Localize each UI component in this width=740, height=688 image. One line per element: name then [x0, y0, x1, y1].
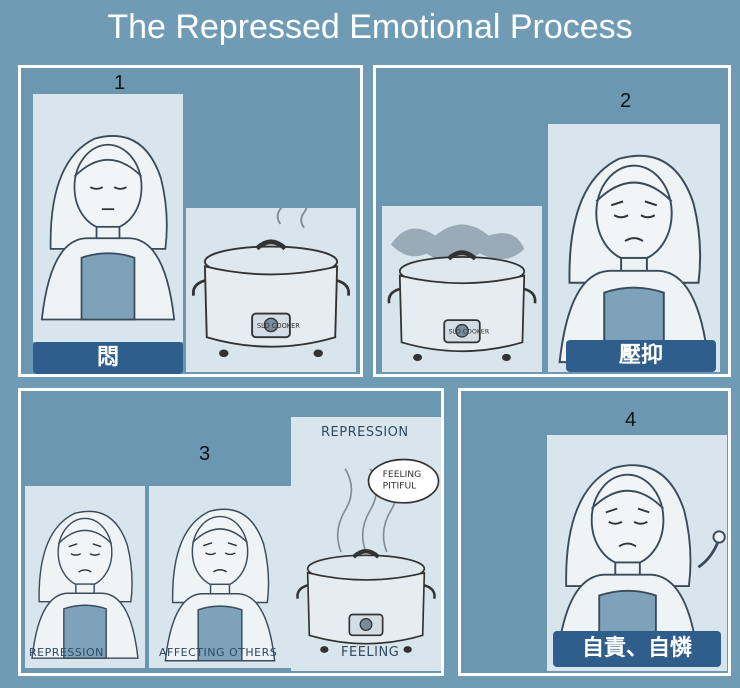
- page-title: The Repressed Emotional Process: [107, 8, 633, 46]
- pot-brand: SLO COOKER: [257, 322, 300, 330]
- speech-bubble-text: FEELING: [383, 469, 422, 480]
- woman-repression: REPRESSION: [25, 486, 145, 668]
- panel-number: 2: [620, 90, 632, 112]
- panel-number: 3: [199, 443, 211, 465]
- caption-panel-2: 壓抑: [566, 340, 716, 372]
- panel-number: 4: [625, 409, 637, 431]
- label-affecting-others: AFFECTING OTHERS: [159, 646, 278, 659]
- panel-number: 1: [114, 72, 126, 94]
- slow-cooker-icon: SLO COOKER: [382, 224, 542, 372]
- slow-cooker-icon: FEELING PITIFUL: [291, 458, 440, 657]
- woman-figure: [164, 508, 276, 662]
- caption-panel-1: 悶: [33, 342, 183, 374]
- woman-illustration: [33, 94, 183, 342]
- panel-2: 2 SLO COOKER 壓抑: [373, 65, 731, 377]
- label-repression: REPRESSION: [29, 646, 104, 659]
- woman-figure: [555, 464, 726, 663]
- woman-illustration: [548, 124, 720, 372]
- woman-figure: [31, 510, 139, 659]
- slow-cooker-illustration: SLO COOKER: [382, 206, 542, 372]
- panel-1: 1 SLO COOKER 悶: [18, 65, 363, 377]
- panel-4: 4 自責、自憐: [458, 388, 731, 676]
- pot-brand: SLO COOKER: [449, 328, 490, 335]
- panel-3: 3 REPRESSION AFFECTING OTHERS REPRESSION…: [18, 388, 444, 676]
- speech-bubble-text-2: PITIFUL: [383, 481, 417, 492]
- label-repression-top: REPRESSION: [321, 425, 409, 440]
- woman-affecting-others: AFFECTING OTHERS: [149, 486, 291, 668]
- slow-cooker-illustration: REPRESSION FEELING PITIFUL FEELING: [291, 417, 441, 671]
- label-feeling: FEELING: [341, 645, 400, 660]
- woman-figure: [40, 135, 176, 321]
- slow-cooker-illustration: SLO COOKER: [186, 208, 356, 372]
- slow-cooker-icon: SLO COOKER: [186, 208, 356, 372]
- caption-panel-4: 自責、自憐: [553, 631, 721, 667]
- woman-figure: [558, 154, 710, 364]
